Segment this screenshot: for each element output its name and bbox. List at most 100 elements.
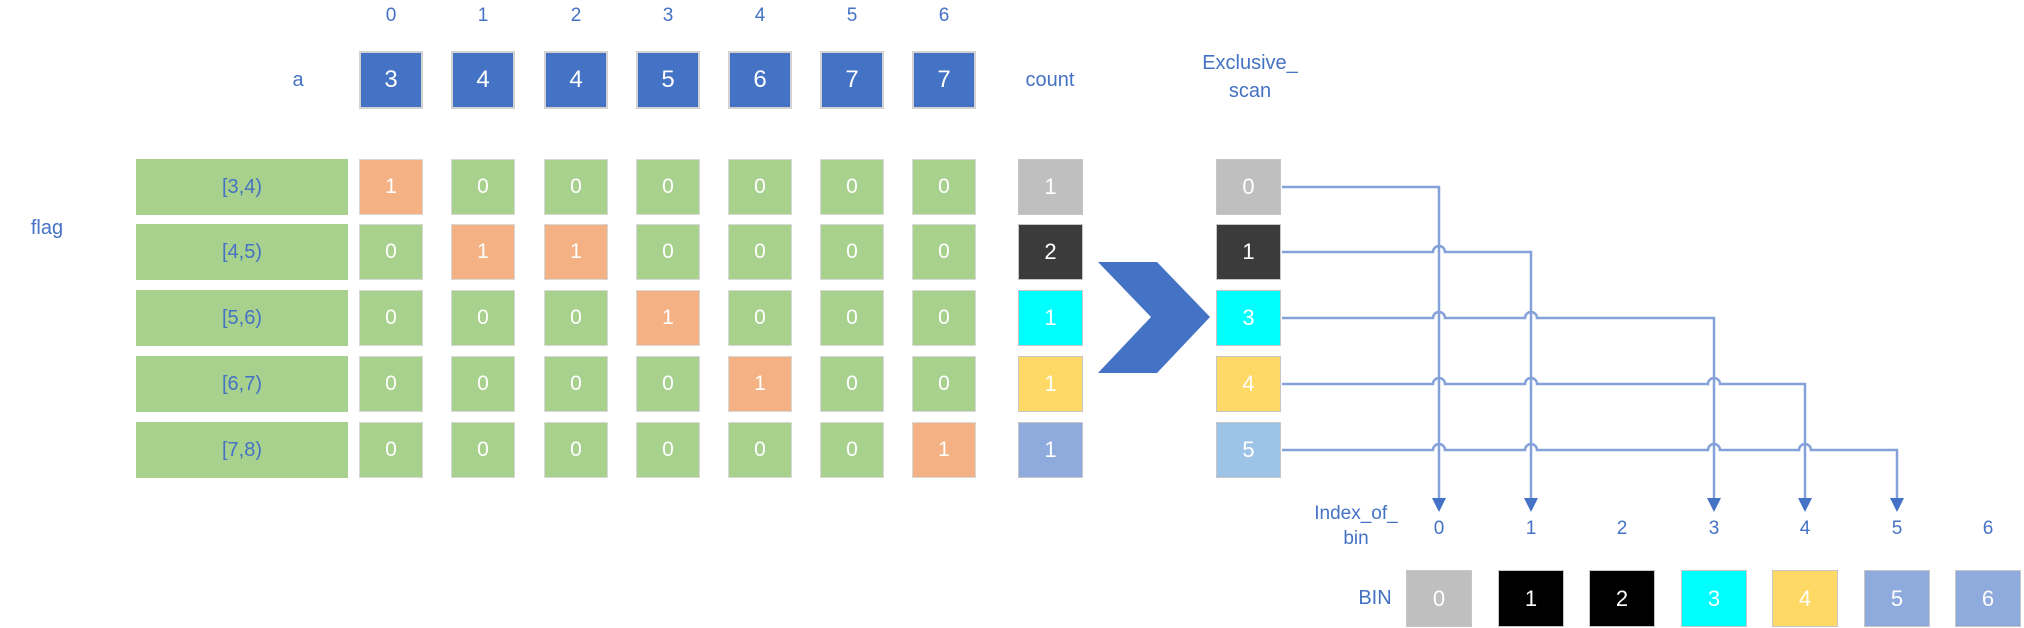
bin-index-6: 6 [1982,518,1994,539]
flag-cell: 0 [359,290,423,346]
bin-box: 2 [1589,570,1655,627]
flag-row-label: [4,5) [136,224,348,280]
flag-cell: 0 [728,159,792,215]
scan-to-bin-connector [1282,442,1899,499]
flag-cell: 0 [359,356,423,412]
flag-cell: 0 [820,422,884,478]
bin-index-2: 2 [1616,518,1628,539]
flag-cell: 0 [820,356,884,412]
count-box: 1 [1018,159,1083,215]
bin-index-5: 5 [1891,518,1903,539]
a-label: a [292,69,304,91]
flag-cell: 0 [544,290,608,346]
a-value-box: 7 [820,51,884,109]
down-arrowhead-icon [1524,498,1538,512]
count-box: 1 [1018,290,1083,346]
connector-lines [1282,185,1904,512]
flag-cell: 0 [728,422,792,478]
flag-cell: 0 [636,159,700,215]
flag-cell: 0 [912,290,976,346]
top-index-3: 3 [662,5,674,26]
flag-cell: 1 [636,290,700,346]
bin-box: 3 [1681,570,1747,627]
bin-index-4: 4 [1799,518,1811,539]
a-value-box: 6 [728,51,792,109]
flag-cell: 0 [820,224,884,280]
flag-row-label: [3,4) [136,159,348,215]
a-value-box: 5 [636,51,700,109]
flag-cell: 1 [359,159,423,215]
count-box: 2 [1018,224,1083,280]
bin-box: 1 [1498,570,1564,627]
count-header: count [1025,69,1075,91]
count-box: 1 [1018,356,1083,412]
index-of-bin-label: Index_of_ bin [1296,501,1416,551]
scan-to-bin-connector [1282,244,1533,499]
scan-to-bin-connector [1282,310,1716,499]
flag-cell: 0 [636,224,700,280]
top-index-4: 4 [754,5,766,26]
flag-cell: 1 [544,224,608,280]
flag-cell: 0 [636,422,700,478]
a-value-box: 4 [544,51,608,109]
flag-cell: 0 [359,224,423,280]
index-of-bin-label-line2: bin [1343,528,1369,549]
flag-cell: 0 [359,422,423,478]
bin-label: BIN [1358,587,1392,609]
exclusive-scan-box: 3 [1216,290,1281,346]
exclusive-scan-box: 0 [1216,159,1281,215]
scan-to-bin-connector [1282,185,1441,499]
down-arrowhead-icon [1707,498,1721,512]
bin-box: 6 [1955,570,2021,627]
exclusive-scan-header-line1: Exclusive_ [1202,52,1298,74]
flag-cell: 0 [544,422,608,478]
exclusive-scan-box: 1 [1216,224,1281,280]
flag-cell: 0 [451,356,515,412]
top-index-5: 5 [846,5,858,26]
top-index-6: 6 [938,5,950,26]
index-of-bin-label-line1: Index_of_ [1314,503,1398,524]
flag-cell: 1 [451,224,515,280]
bin-box: 5 [1864,570,1930,627]
flag-cell: 0 [544,356,608,412]
exclusive-scan-header: Exclusive_ scan [1180,49,1320,105]
top-index-2: 2 [570,5,582,26]
exclusive-scan-box: 4 [1216,356,1281,412]
bin-index-3: 3 [1708,518,1720,539]
flag-cell: 0 [820,290,884,346]
bin-index-1: 1 [1525,518,1537,539]
flag-row-label: [5,6) [136,290,348,346]
flag-cell: 0 [912,356,976,412]
flag-row-label: [6,7) [136,356,348,412]
top-index-0: 0 [385,5,397,26]
chevron-arrow-icon [1098,262,1210,373]
flag-cell: 0 [451,422,515,478]
exclusive-scan-box: 5 [1216,422,1281,478]
bin-box: 4 [1772,570,1838,627]
flag-cell: 0 [820,159,884,215]
flag-cell: 0 [451,159,515,215]
exclusive-scan-header-line2: scan [1228,80,1272,102]
flag-cell: 0 [636,356,700,412]
flag-cell: 1 [728,356,792,412]
a-value-box: 3 [359,51,423,109]
scan-to-bin-connector [1282,376,1807,499]
flag-row-label: [7,8) [136,422,348,478]
flag-cell: 0 [544,159,608,215]
flag-cell: 0 [728,224,792,280]
a-value-box: 4 [451,51,515,109]
flag-cell: 1 [912,422,976,478]
bin-index-0: 0 [1433,518,1445,539]
down-arrowhead-icon [1432,498,1446,512]
flag-label: flag [30,217,64,239]
bin-box: 0 [1406,570,1472,627]
flag-cell: 0 [451,290,515,346]
flag-cell: 0 [728,290,792,346]
flag-cell: 0 [912,224,976,280]
count-box: 1 [1018,422,1083,478]
flag-cell: 0 [912,159,976,215]
down-arrowhead-icon [1798,498,1812,512]
top-index-1: 1 [477,5,489,26]
down-arrowhead-icon [1890,498,1904,512]
